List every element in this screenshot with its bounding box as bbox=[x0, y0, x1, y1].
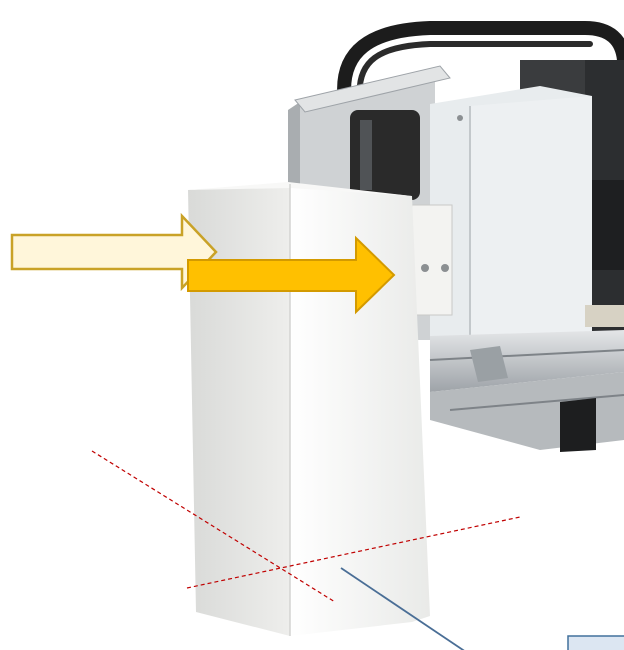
motor-highlight bbox=[360, 120, 372, 190]
base-plate bbox=[585, 305, 624, 327]
enclosure-top bbox=[188, 182, 412, 196]
screw bbox=[441, 264, 449, 272]
enclosure-front-face bbox=[290, 184, 430, 636]
screw bbox=[457, 115, 463, 121]
screw bbox=[421, 264, 429, 272]
solid-arrow bbox=[187, 235, 396, 315]
callout-box bbox=[567, 635, 624, 650]
rail-end-cap bbox=[560, 398, 596, 452]
rail-bracket bbox=[470, 346, 508, 382]
rail-groove bbox=[449, 394, 624, 411]
machine-photo bbox=[188, 21, 624, 636]
cover-box-face bbox=[470, 96, 592, 336]
leader-line bbox=[340, 567, 465, 650]
frame-top-bracket bbox=[294, 65, 451, 113]
guide-line-diagonal bbox=[91, 450, 336, 603]
cable bbox=[337, 21, 624, 109]
mechanism-detail bbox=[590, 180, 624, 270]
outline-arrow bbox=[10, 212, 218, 292]
mount-bracket bbox=[411, 204, 453, 316]
rail-groove bbox=[429, 349, 624, 361]
annotations bbox=[10, 212, 624, 650]
enclosure-side-face bbox=[188, 184, 290, 636]
guide-line-horizontal bbox=[186, 516, 521, 589]
